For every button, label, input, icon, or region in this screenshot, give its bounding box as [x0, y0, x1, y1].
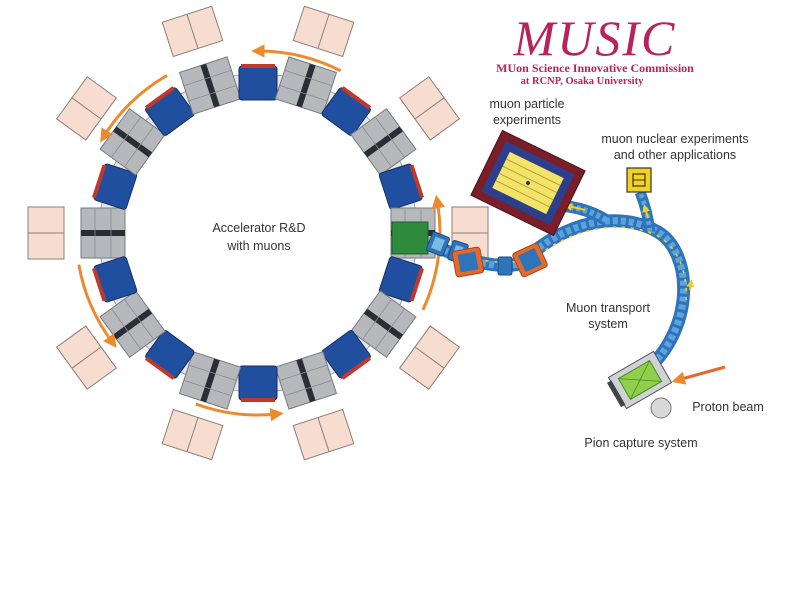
orbit-arrow — [251, 44, 342, 73]
orbit-arrow — [195, 402, 284, 422]
ring-sector-gray-block — [99, 108, 166, 176]
logo-title: MUSIC — [513, 10, 677, 66]
logo-affiliation: at RCNP, Osaka University — [521, 76, 644, 87]
muon-beam-arrow-transport — [686, 279, 695, 291]
pion-capture-label: Pion capture system — [584, 436, 697, 450]
orbit-arrow — [77, 264, 117, 348]
ring-muon-orbit-arrows — [77, 44, 446, 422]
transport-quadrupole — [426, 231, 450, 257]
muon-particle-experiment-detector — [470, 129, 586, 237]
muon-beam-arrow-particle — [564, 203, 586, 211]
ring-bending-magnet-blue — [144, 86, 195, 136]
ring-label-line1: Accelerator R&D — [212, 221, 305, 235]
transport-beamline-inner — [430, 217, 687, 379]
ring-bending-magnet-blue — [92, 256, 138, 303]
transport-bend-magnet — [512, 242, 548, 278]
accelerator-ring — [27, 5, 489, 461]
muon-beam-arrow-nuclear — [642, 204, 650, 219]
ring-bending-magnet-blue — [144, 330, 195, 380]
ring-label-line2: with muons — [226, 239, 290, 253]
muon-transport-system — [426, 189, 695, 382]
ring-sector-cream-box — [292, 408, 355, 461]
ring-bending-magnet-blue — [92, 163, 138, 210]
ring-sector-gray-block — [274, 351, 338, 410]
ring-sector-cream-box — [55, 325, 118, 390]
transport-label-line2: system — [588, 317, 628, 331]
muon-nuclear-experiment-station — [626, 167, 652, 193]
muon-beam-line — [451, 226, 687, 301]
transport-label-line1: Muon transport — [566, 301, 651, 315]
muon-particle-label-line2: experiments — [493, 113, 561, 127]
ring-sector-gray-block — [350, 290, 417, 358]
ring-bending-magnet-blue — [378, 163, 424, 210]
transport-bend-magnet — [451, 246, 485, 278]
nuclear-label-line2: and other applications — [614, 148, 736, 162]
music-logo: MUSIC MUon Science Innovative Commission… — [496, 10, 694, 87]
ring-sector-gray-block — [80, 207, 126, 259]
pion-capture-solenoid-end — [650, 397, 672, 419]
injection-kicker-green — [391, 221, 429, 255]
ring-sector-gray-block — [350, 108, 417, 176]
proton-beam-label: Proton beam — [692, 400, 764, 414]
ring-sector-cream-box — [398, 325, 461, 390]
ring-sector-gray-block — [274, 56, 338, 115]
transport-quadrupole — [497, 256, 513, 276]
orbit-arrow — [100, 74, 168, 143]
ring-bending-magnet-blue — [238, 64, 278, 101]
ring-bending-magnet-blue — [321, 86, 372, 136]
ring-bending-magnet-blue — [378, 256, 424, 303]
pion-capture-system — [607, 350, 673, 410]
nuclear-label-line1: muon nuclear experiments — [601, 132, 748, 146]
ring-sector-cream-box — [55, 76, 118, 141]
ring-sector-gray-block — [178, 56, 242, 115]
orbit-arrow — [421, 194, 446, 311]
ring-sector-gray-block — [178, 351, 242, 410]
ring-sector-cream-box — [292, 5, 355, 58]
muon-particle-label-line1: muon particle — [489, 97, 564, 111]
ring-sector-cream-box — [161, 5, 224, 58]
logo-subtitle: MUon Science Innovative Commission — [496, 61, 694, 75]
ring-bending-magnet-blue — [321, 330, 372, 380]
proton-beam-arrow — [671, 365, 726, 385]
ring-sector-cream-box — [161, 408, 224, 461]
ring-sector-cream-box — [398, 76, 461, 141]
ring-sector-cream-box — [27, 206, 65, 260]
ring-bending-magnet-blue — [238, 365, 278, 402]
